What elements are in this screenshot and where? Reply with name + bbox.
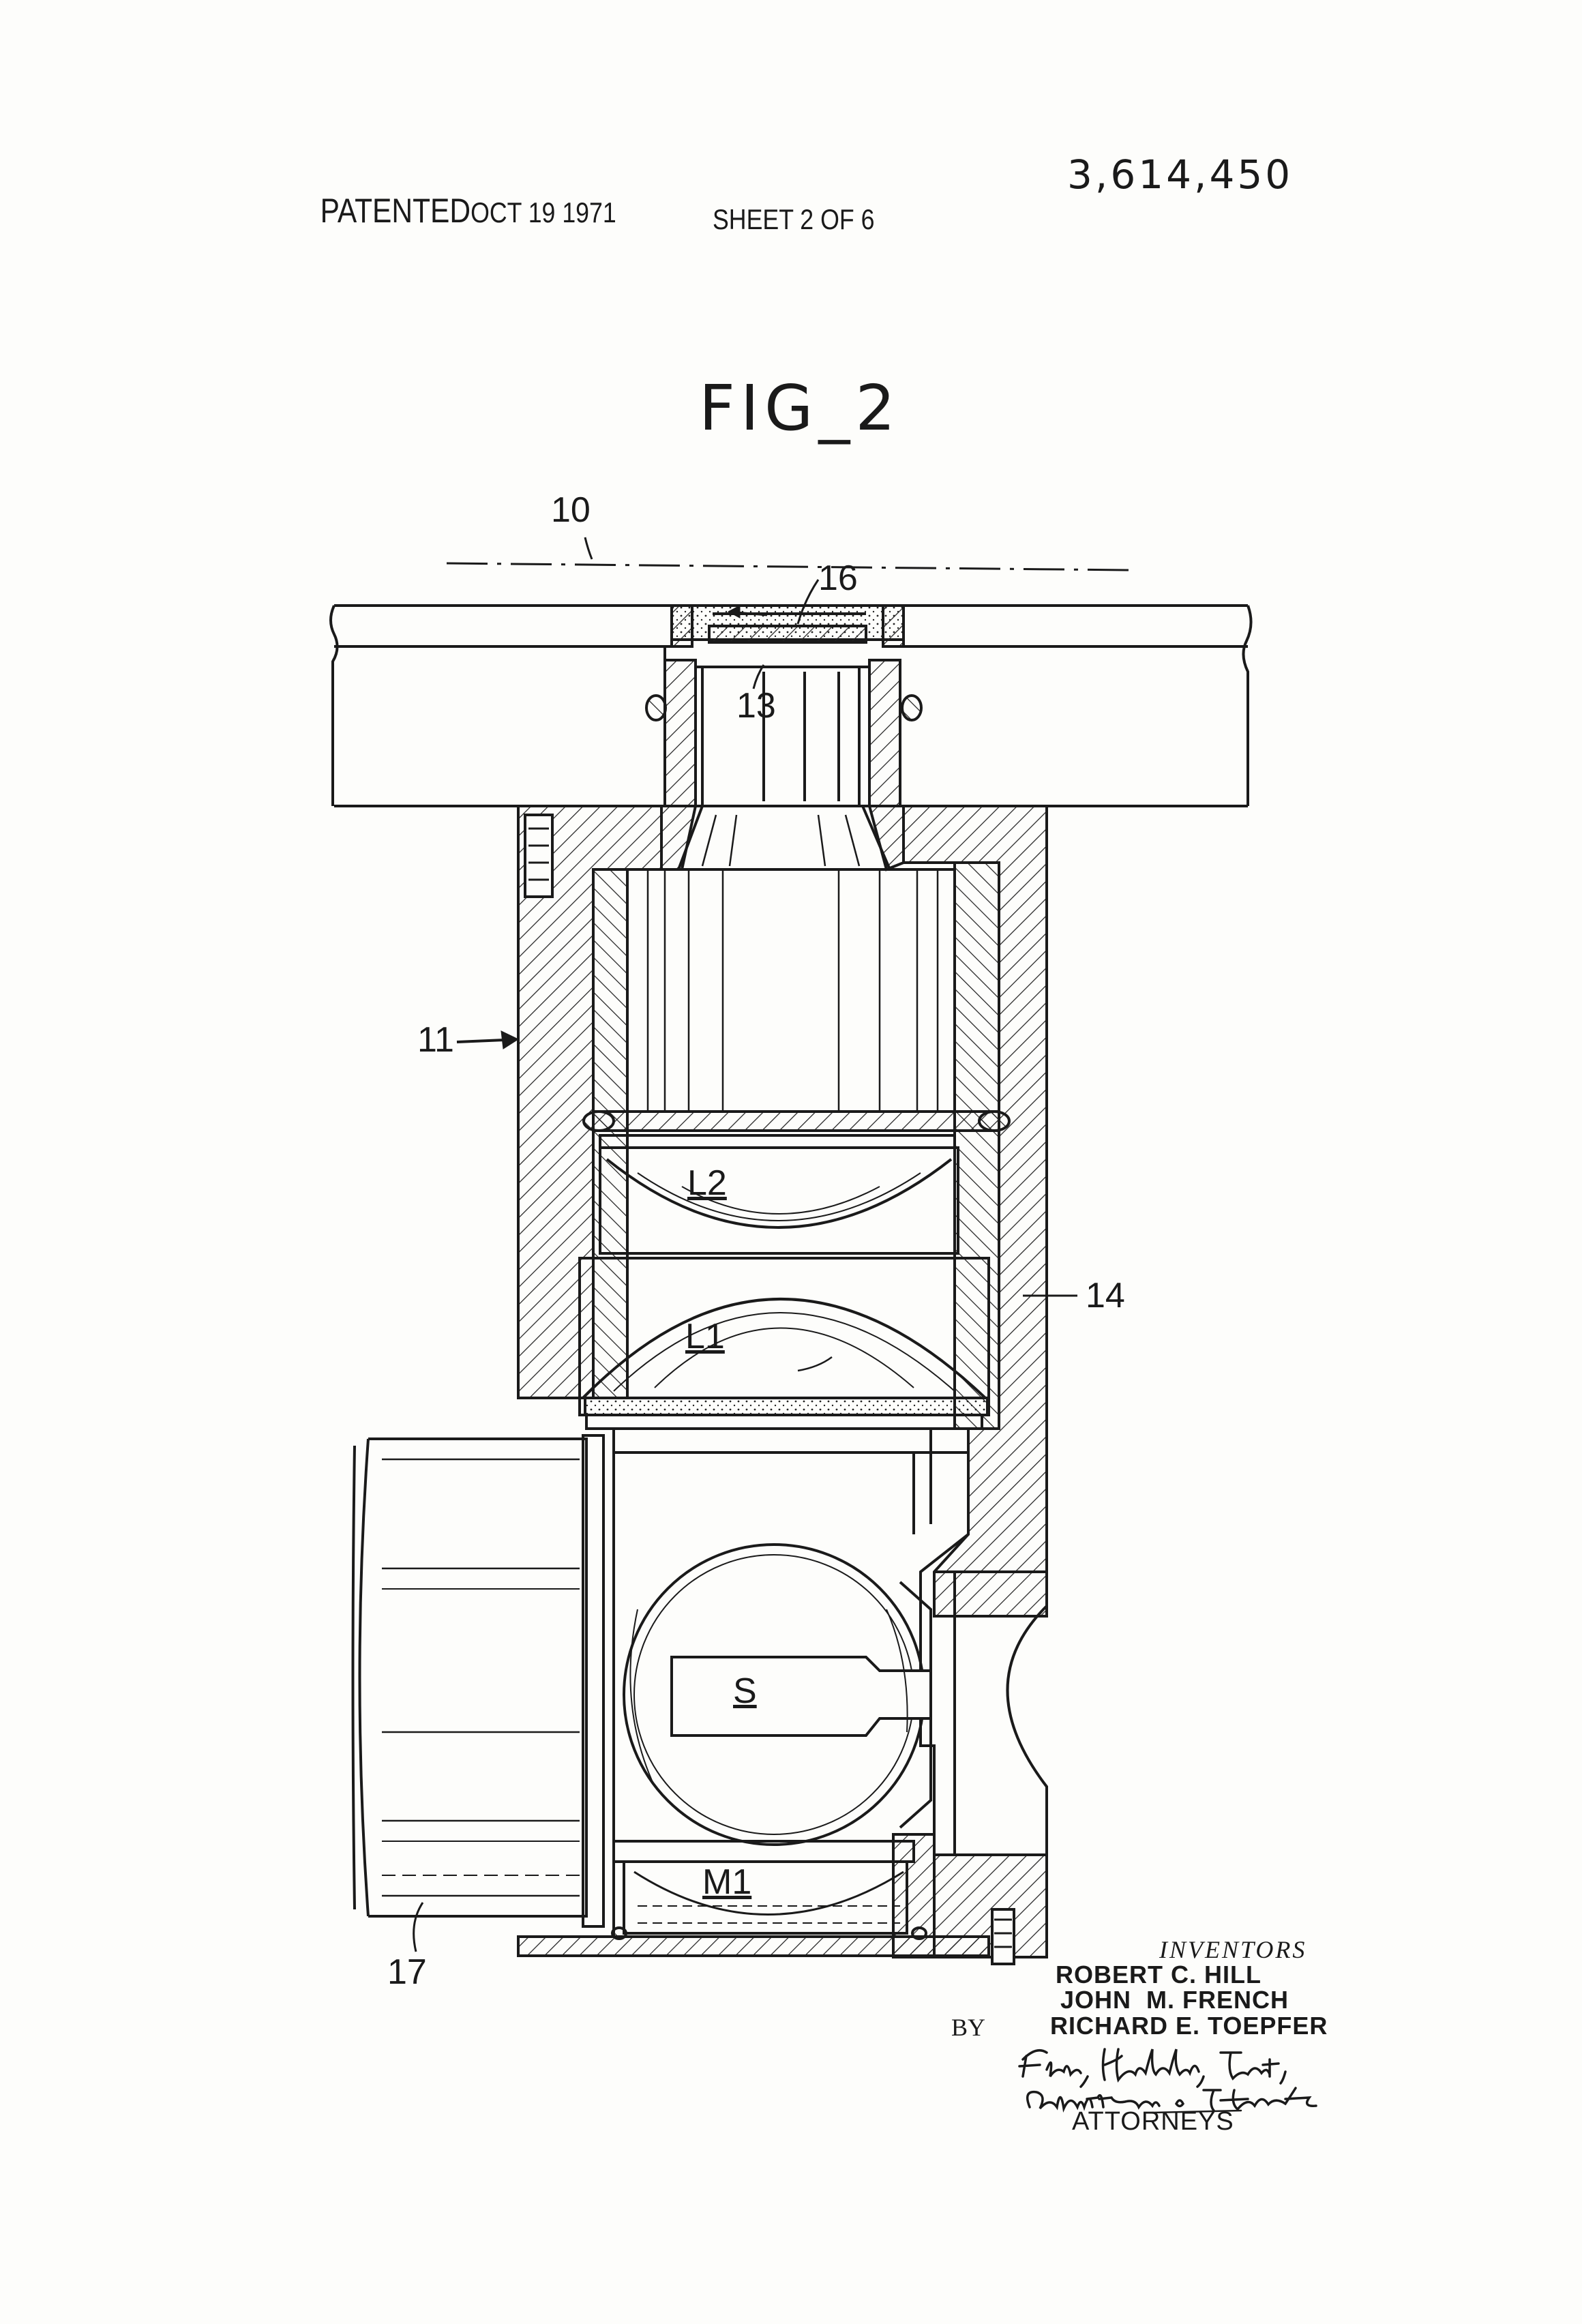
- label-l1: L1: [685, 1316, 725, 1357]
- window-mount: [646, 606, 921, 806]
- mirror-m1: [612, 1841, 926, 1939]
- ref-14: 14: [1086, 1275, 1125, 1316]
- optical-axis-line: [447, 563, 1129, 570]
- by-label: BY: [951, 2013, 985, 2042]
- arrow-11: [457, 1031, 518, 1049]
- inventor-name: ROBERT C. HILL: [1056, 1961, 1262, 1989]
- lens-l2: [600, 1135, 958, 1253]
- lens-l1: [580, 1258, 989, 1429]
- inventors-title: INVENTORS: [1159, 1935, 1307, 1964]
- upper-barrel: [584, 869, 1009, 1131]
- side-tube-17: [353, 1435, 604, 1926]
- ref-13: 13: [736, 685, 776, 726]
- label-m1: M1: [702, 1862, 751, 1903]
- ref-16: 16: [818, 558, 858, 599]
- inventor-name: JOHN M. FRENCH: [1060, 1986, 1289, 2014]
- label-l2: L2: [687, 1163, 727, 1204]
- ref-17: 17: [387, 1952, 427, 1993]
- source-s: [624, 1545, 931, 1845]
- ref-10: 10: [551, 490, 591, 531]
- ref-11: 11: [417, 1019, 454, 1060]
- inventor-name: RICHARD E. TOEPFER: [1050, 2012, 1328, 2040]
- attorneys-label: ATTORNEYS: [1072, 2107, 1234, 2136]
- label-s: S: [733, 1671, 757, 1712]
